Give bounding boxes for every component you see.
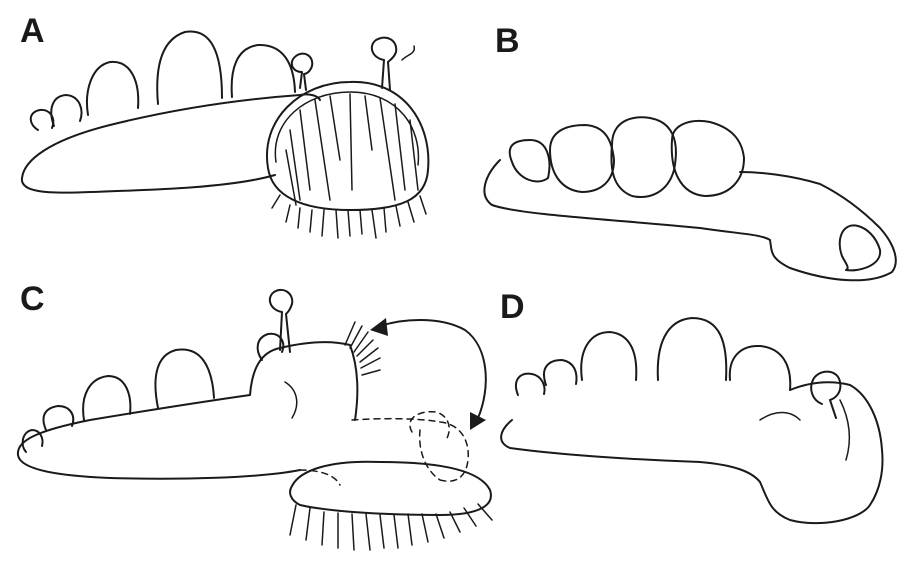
panel-c: C xyxy=(18,280,492,550)
panel-d-lobe-5 xyxy=(730,346,790,390)
panel-d-inner-fold xyxy=(760,413,800,421)
panel-a-lobe-2 xyxy=(51,95,81,126)
panel-a-tentacle-3 xyxy=(402,46,414,60)
panel-c-arrowhead-bottom xyxy=(470,412,486,430)
panel-a: A xyxy=(20,12,428,238)
panel-a-disc-rim xyxy=(275,92,418,165)
panel-d-foot xyxy=(501,382,882,523)
panel-b: B xyxy=(484,22,895,280)
panel-a-lobe-3 xyxy=(87,62,138,115)
panel-a-lobe-1 xyxy=(31,110,54,130)
panel-label-a: A xyxy=(20,12,45,50)
panel-a-tentacle-2 xyxy=(372,38,396,90)
panel-a-filaments xyxy=(286,94,418,205)
panel-b-lobe-3 xyxy=(611,117,676,197)
panel-a-lobe-4 xyxy=(157,32,222,104)
panel-c-dashed-outline xyxy=(300,419,468,485)
panel-c-tentacle-1 xyxy=(270,290,292,352)
panel-c-dashed-lobe xyxy=(410,412,449,440)
panel-label-c: C xyxy=(20,280,45,318)
panel-label-b: B xyxy=(495,22,520,60)
panel-d-lobe-3 xyxy=(581,332,636,380)
panel-c-inner-arc xyxy=(285,382,297,418)
panel-d: D xyxy=(500,288,883,523)
panel-b-pouch xyxy=(840,225,880,270)
panel-c-arrowhead-top xyxy=(370,318,388,336)
panel-b-lobe-4 xyxy=(672,121,744,196)
panel-c-lobe-4 xyxy=(155,349,214,408)
panel-c-disc xyxy=(290,462,491,515)
panel-a-disc xyxy=(267,82,428,210)
panel-b-lobe-2 xyxy=(550,125,614,192)
panel-b-foot xyxy=(484,160,895,280)
panel-d-lobe-4 xyxy=(658,318,727,380)
panel-d-inner-lobe xyxy=(840,400,849,460)
panel-d-lobe-1 xyxy=(516,374,545,395)
panel-c-disc-fringe xyxy=(290,504,492,550)
panel-label-d: D xyxy=(500,288,525,326)
panel-c-arrow-arc xyxy=(375,320,486,418)
panel-c-lobe-3 xyxy=(83,376,130,420)
panel-b-lobe-1 xyxy=(510,140,550,181)
panel-a-lobe-5 xyxy=(232,45,295,97)
panel-d-lobe-2 xyxy=(544,360,577,385)
panel-d-tentacle xyxy=(811,372,840,418)
